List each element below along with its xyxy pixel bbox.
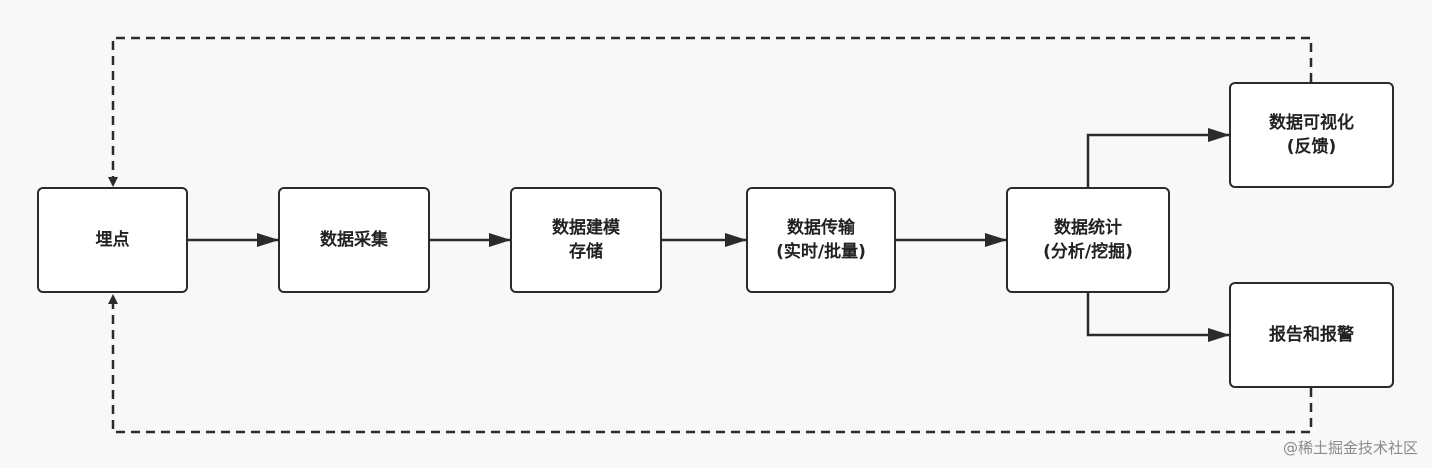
node-data-modeling-storage: 数据建模 存储 <box>510 187 662 293</box>
node-tracking: 埋点 <box>37 187 188 293</box>
node-data-visualization-line-2: (反馈) <box>1286 137 1337 157</box>
node-data-visualization: 数据可视化 (反馈) <box>1229 82 1394 188</box>
node-data-transfer-line-1: 数据传输 <box>787 218 855 238</box>
arrow-statistics-to-visualization <box>1086 128 1230 187</box>
node-report-alert-label: 报告和报警 <box>1269 325 1354 345</box>
feedback-loop-bottom <box>108 294 1313 434</box>
node-data-collection-label: 数据采集 <box>320 230 388 250</box>
node-data-modeling-storage-line-2: 存储 <box>569 242 603 262</box>
node-tracking-label: 埋点 <box>95 230 130 250</box>
node-data-visualization-line-1: 数据可视化 <box>1269 113 1354 133</box>
node-data-statistics-line-2: (分析/挖掘) <box>1043 242 1133 262</box>
node-report-alert: 报告和报警 <box>1229 282 1394 388</box>
node-data-collection: 数据采集 <box>278 187 430 293</box>
node-data-transfer-line-2: (实时/批量) <box>776 242 866 262</box>
node-data-modeling-storage-line-1: 数据建模 <box>552 218 620 238</box>
arrow-statistics-to-report <box>1086 293 1230 342</box>
node-data-transfer: 数据传输 (实时/批量) <box>746 187 896 293</box>
node-data-statistics-line-1: 数据统计 <box>1054 218 1122 238</box>
feedback-loop-top <box>108 36 1313 187</box>
watermark: @稀土掘金技术社区 <box>1282 439 1418 457</box>
node-data-statistics: 数据统计 (分析/挖掘) <box>1006 187 1170 293</box>
